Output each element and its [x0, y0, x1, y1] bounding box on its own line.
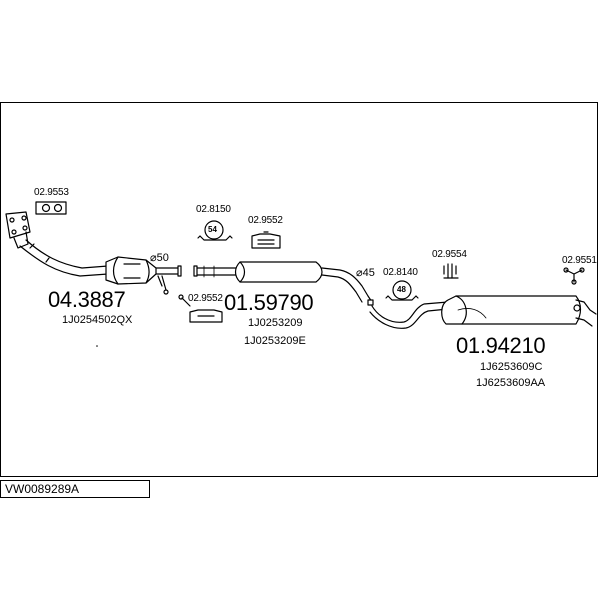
part-oem-middle-silencer-2: 1J0253209E: [244, 335, 306, 347]
accessory-code-holder-rear: 02.9554: [432, 249, 467, 260]
part-oem-rear-silencer-2: 1J6253609AA: [476, 377, 546, 389]
accessory-code-holder-tail: 02.9551: [562, 255, 597, 266]
diameter-d45: ⌀45: [356, 267, 375, 279]
accessory-code-clamp-48: 02.8140: [383, 267, 418, 278]
manifold-flange: [5, 211, 31, 249]
diameter-d50: ⌀50: [150, 252, 169, 264]
holder-mid-icon: [251, 231, 281, 249]
part-code-rear-silencer: 01.94210: [456, 333, 546, 358]
part-code-catalyst: 04.3887: [48, 287, 126, 312]
holder-tail-icon: [563, 267, 585, 285]
clamp-54-size: 54: [208, 225, 217, 234]
diagram-frame: [0, 102, 598, 477]
clamp-48-size: 48: [397, 285, 406, 294]
part-oem-rear-silencer-1: 1J6253609C: [480, 361, 543, 373]
accessory-code-gasket-front: 02.9553: [34, 187, 69, 198]
dot-mark: [96, 345, 98, 347]
part-oem-catalyst-1: 1J0254502QX: [62, 314, 133, 326]
accessory-code-holder-mid: 02.9552: [248, 215, 283, 226]
part-code-middle-silencer: 01.59790: [224, 290, 314, 315]
holder-rear-icon: [443, 263, 459, 279]
middle-silencer-body: [193, 261, 373, 303]
rear-silencer-body: [367, 295, 597, 329]
clamp-48-icon: [385, 280, 419, 301]
model-code-box: VW0089289A: [0, 480, 150, 498]
downpipe: [19, 239, 109, 277]
model-code: VW0089289A: [5, 482, 80, 496]
gasket-front-icon: [35, 201, 67, 215]
accessory-code-clamp-54: 02.8150: [196, 204, 231, 215]
clamp-54-icon: [197, 220, 233, 241]
part-oem-middle-silencer-1: 1J0253209: [248, 317, 303, 329]
holder-cat-icon: [178, 294, 223, 323]
catalyst-body: [105, 256, 182, 295]
accessory-code-holder-cat: 02.9552: [188, 293, 223, 304]
